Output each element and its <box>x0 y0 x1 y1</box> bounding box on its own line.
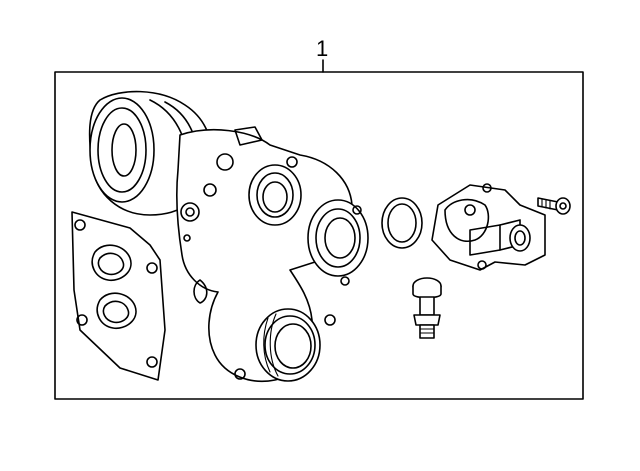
stud-bolt <box>412 277 442 339</box>
assembly-frame <box>54 71 584 400</box>
outlet-flange-upper <box>248 156 302 226</box>
inlet-flange <box>71 211 166 381</box>
wastegate-actuator <box>431 183 546 271</box>
bolt-small <box>537 197 571 215</box>
outlet-flange-side <box>307 199 369 286</box>
o-ring-gasket <box>381 197 423 249</box>
callout-label-1: 1 <box>316 36 329 61</box>
exhaust-outlet <box>234 308 336 382</box>
